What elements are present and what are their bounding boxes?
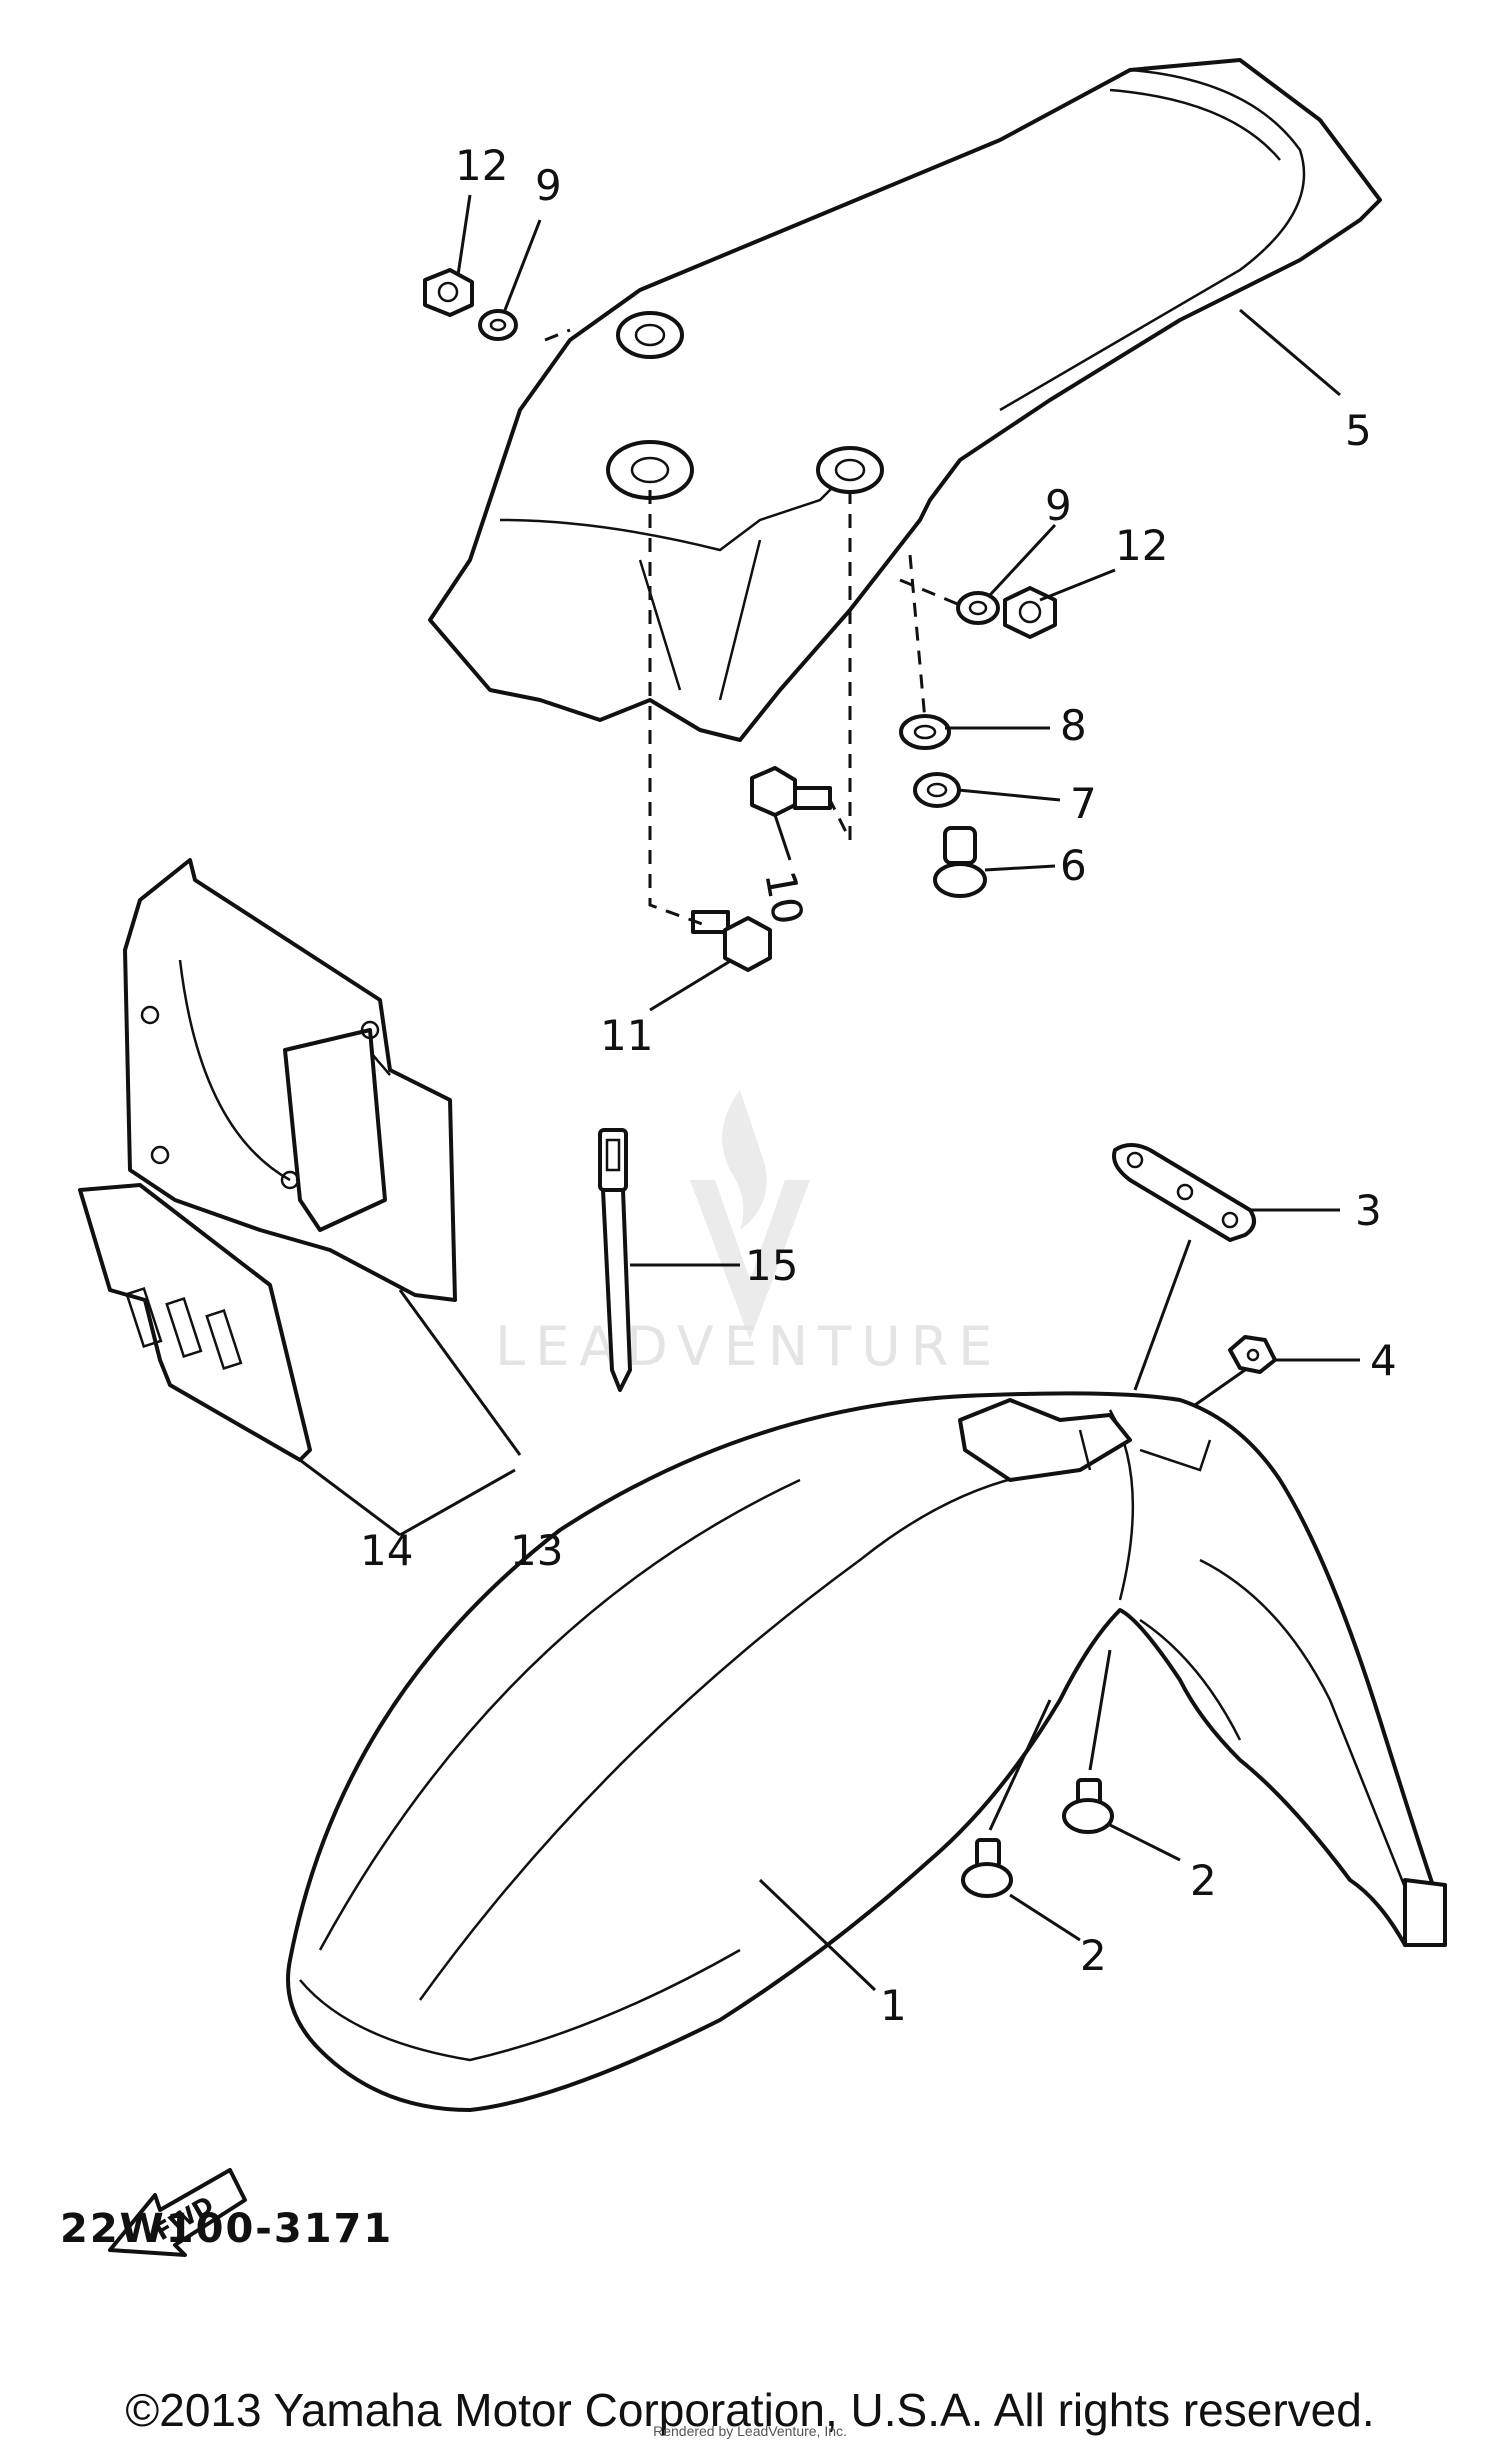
callout-4: 4 [1370,1336,1397,1385]
assembly-line-11 [648,490,706,927]
watermark-logo: LEADVENTURE [495,1090,1002,1378]
forward-direction-arrow: FWD [108,2168,247,2257]
callout-8: 8 [1060,701,1087,750]
washer-9-right [956,591,1000,625]
guard-part-14 [78,1183,312,1462]
nut-12-right [1003,586,1057,639]
assembly-line-3 [1133,1239,1192,1391]
screw-2-lower [961,1838,1013,1898]
screw-6 [933,826,987,898]
assembly-line-2-upper [1088,1649,1112,1771]
callout-15: 15 [745,1241,798,1290]
callout-14: 14 [360,1526,413,1575]
callout-1: 1 [880,1981,907,2030]
callout-10: 10 [755,867,813,928]
callout-3: 3 [1355,1186,1382,1235]
callout-13: 13 [510,1526,563,1575]
washer-8 [899,714,951,750]
diagram-code: 22W100-3171 [60,2206,394,2252]
callout-5: 5 [1345,406,1372,455]
front-fender-part [286,1391,1447,2112]
guard-part-13 [123,858,457,1302]
callout-7: 7 [1070,779,1097,828]
callout-9-top: 9 [535,161,562,210]
assembly-line-9-right [899,578,961,607]
rear-fender-part [428,58,1382,742]
nut-12-top [423,268,474,317]
callout-2-lower: 2 [1080,1931,1107,1980]
copyright-notice: ©2013 Yamaha Motor Corporation, U.S.A. A… [125,2384,1375,2436]
assembly-line-9-top [544,328,571,342]
callout-11: 11 [600,1011,653,1060]
rendered-by-note: Rendered by LeadVenture, Inc. [653,2423,847,2439]
washer-7 [913,772,961,808]
callout-9-right: 9 [1045,481,1072,530]
washer-9-top [478,309,518,341]
stay-bracket-3 [1112,1143,1256,1242]
assembly-line-2-lower [988,1699,1052,1831]
watermark-text: LEADVENTURE [495,1315,1002,1378]
callout-12-right: 12 [1115,521,1168,570]
assembly-line-8 [908,554,927,721]
bolt-10 [750,766,832,817]
callout-6: 6 [1060,841,1087,890]
screw-2-upper [1062,1778,1114,1834]
cable-tie-15 [598,1128,632,1392]
assembly-line-10 [828,490,852,841]
nut-4 [1228,1335,1277,1374]
assembly-line-4 [1194,1368,1246,1407]
callout-12-top: 12 [455,141,508,190]
leader-lines [299,194,1360,1992]
callout-2-upper: 2 [1190,1856,1217,1905]
